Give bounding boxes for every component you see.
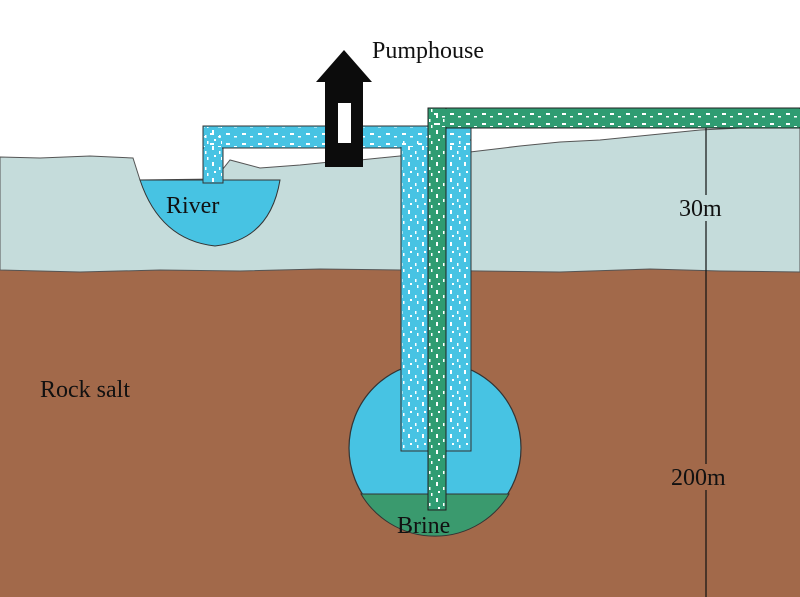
brine-label: Brine [397, 513, 450, 539]
pumphouse [316, 50, 372, 167]
depth-bottom-label-bg [668, 464, 748, 490]
brine-extraction-pipe [427, 107, 800, 511]
depth-bottom-label: 200m [671, 465, 726, 491]
depth-top-label-bg [676, 195, 738, 221]
rock-salt-label: Rock salt [40, 377, 130, 403]
depth-top-label: 30m [679, 196, 722, 222]
brine-pool [360, 493, 510, 537]
river [139, 179, 281, 247]
river-label: River [166, 193, 219, 219]
pumphouse-label: Pumphouse [372, 38, 484, 64]
